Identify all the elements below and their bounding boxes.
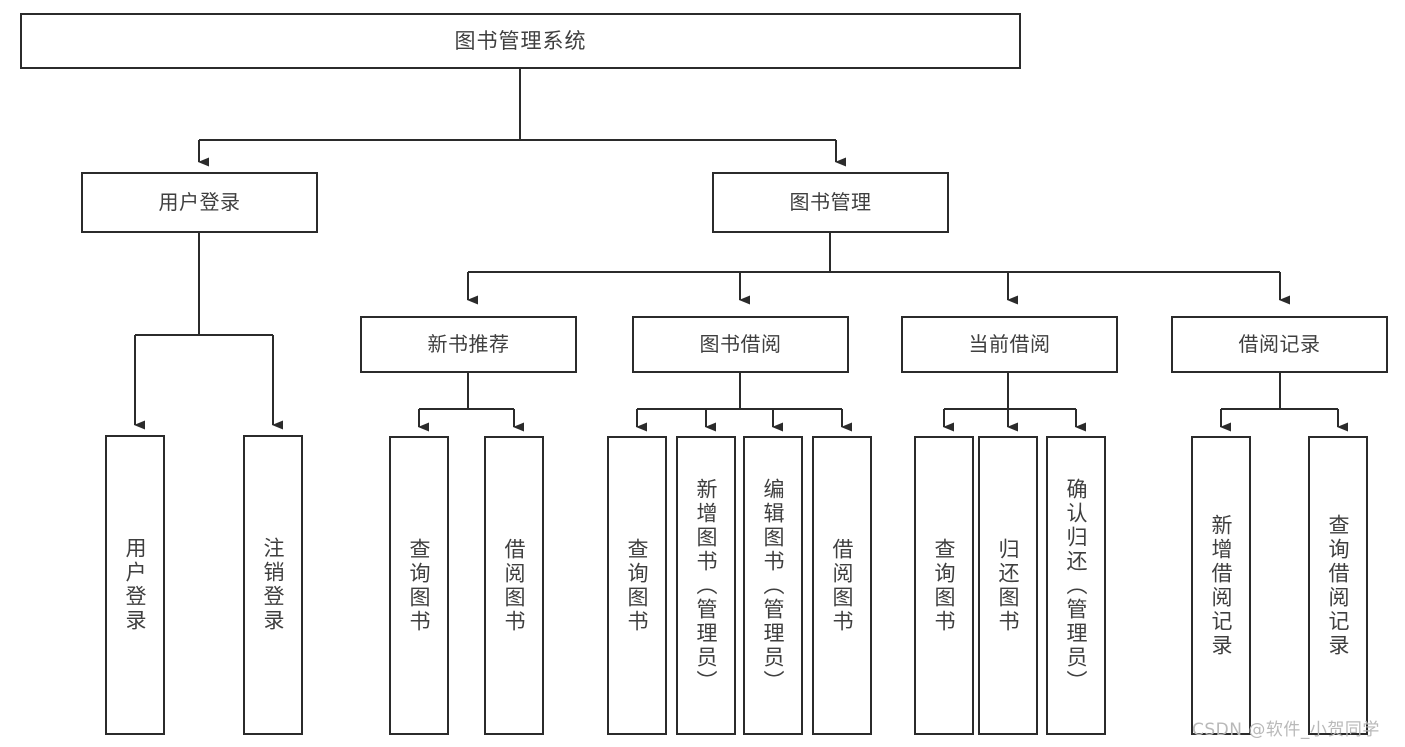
leaf-book-borrow-0[interactable]: 查询图书 <box>607 436 667 735</box>
node-root-book-management-system[interactable]: 图书管理系统 <box>20 13 1021 69</box>
node-label: 确认归还（管理员） <box>1064 477 1089 694</box>
node-label: 查询图书 <box>625 537 650 634</box>
node-user-login[interactable]: 用户登录 <box>81 172 318 233</box>
node-label: 当前借阅 <box>968 331 1051 356</box>
csdn-watermark: CSDN @软件_小贺同学 <box>1192 720 1380 740</box>
leaf-book-borrow-3[interactable]: 借阅图书 <box>812 436 872 735</box>
node-label: 新增借阅记录 <box>1209 513 1234 658</box>
node-label: 查询借阅记录 <box>1326 513 1351 658</box>
node-label: 用户登录 <box>123 537 148 633</box>
node-label: 图书管理 <box>789 189 872 214</box>
node-current-borrow[interactable]: 当前借阅 <box>901 316 1118 373</box>
leaf-current-borrow-1[interactable]: 归还图书 <box>978 436 1038 735</box>
node-label: 查询图书 <box>932 537 957 634</box>
node-label: 借阅记录 <box>1238 331 1321 356</box>
node-book-management[interactable]: 图书管理 <box>712 172 949 233</box>
leaf-book-borrow-2[interactable]: 编辑图书（管理员） <box>743 436 803 735</box>
node-label: 图书管理系统 <box>454 28 587 53</box>
node-label: 借阅图书 <box>830 537 855 634</box>
node-label: 查询图书 <box>407 537 432 634</box>
leaf-borrow-record-0[interactable]: 新增借阅记录 <box>1191 436 1251 735</box>
leaf-user-login-1[interactable]: 注销登录 <box>243 435 303 735</box>
node-label: 借阅图书 <box>502 537 527 634</box>
node-label: 归还图书 <box>996 537 1021 634</box>
leaf-new-book-recommend-1[interactable]: 借阅图书 <box>484 436 544 735</box>
leaf-borrow-record-1[interactable]: 查询借阅记录 <box>1308 436 1368 735</box>
leaf-user-login-0[interactable]: 用户登录 <box>105 435 165 735</box>
leaf-book-borrow-1[interactable]: 新增图书（管理员） <box>676 436 736 735</box>
node-label: 编辑图书（管理员） <box>761 477 786 694</box>
leaf-current-borrow-0[interactable]: 查询图书 <box>914 436 974 735</box>
node-label: 新增图书（管理员） <box>694 477 719 694</box>
node-new-book-recommend[interactable]: 新书推荐 <box>360 316 577 373</box>
leaf-current-borrow-2[interactable]: 确认归还（管理员） <box>1046 436 1106 735</box>
leaf-new-book-recommend-0[interactable]: 查询图书 <box>389 436 449 735</box>
node-label: 新书推荐 <box>427 331 510 356</box>
node-book-borrow[interactable]: 图书借阅 <box>632 316 849 373</box>
node-label: 用户登录 <box>158 189 241 214</box>
node-label: 注销登录 <box>261 537 286 633</box>
node-label: 图书借阅 <box>699 331 782 356</box>
node-borrow-record[interactable]: 借阅记录 <box>1171 316 1388 373</box>
